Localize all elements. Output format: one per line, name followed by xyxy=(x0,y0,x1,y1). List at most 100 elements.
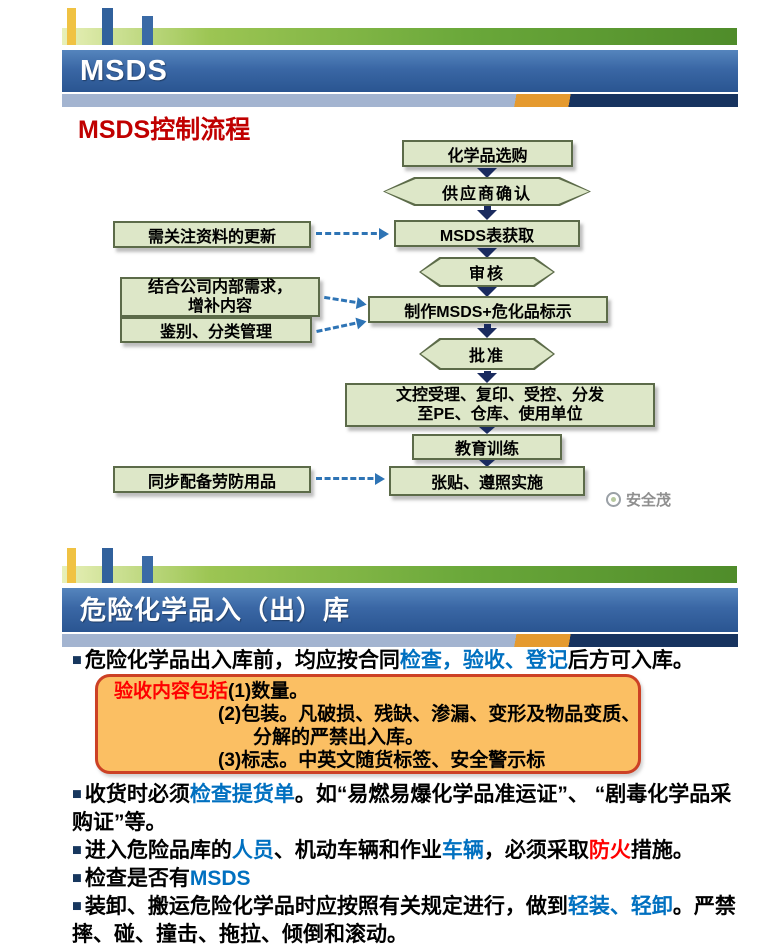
slide-warehouse: 危险化学品入（出）库 ■危险化学品出入库前，均应按合同检查，验收、登记后方可入库… xyxy=(0,548,757,950)
text-segment: 轻装、轻卸 xyxy=(567,895,673,918)
deco-yellow-bar xyxy=(67,548,76,583)
flow-node-label: 需关注资料的更新 xyxy=(147,228,276,246)
deco-blue-bar xyxy=(142,16,153,45)
arrow-head-icon xyxy=(477,168,497,178)
deco-green-bar xyxy=(62,28,737,45)
arrow-head-icon xyxy=(477,210,497,220)
note-line: 验收内容包括(1)数量。 xyxy=(98,680,638,703)
arrow-head-icon xyxy=(477,287,497,297)
text-segment: 收货时必须 xyxy=(84,783,190,806)
flow-arrow-down xyxy=(477,287,497,297)
watermark-text: 安全茂 xyxy=(626,492,672,509)
text-segment: ■ xyxy=(72,841,82,859)
flow-node-post-implement: 张贴、遵照实施 xyxy=(389,466,585,496)
arrow-stem xyxy=(483,324,491,328)
text-segment: ■ xyxy=(72,897,82,915)
flow-side-ppe-equip: 同步配备劳防用品 xyxy=(113,466,311,493)
note-line: (2)包装。凡破损、残缺、渗漏、变形及物品变质、 xyxy=(98,703,640,726)
deco-blue-bar xyxy=(102,8,113,45)
flow-node-inner: 审核 xyxy=(421,259,553,285)
flow-node-label: 批准 xyxy=(468,348,505,365)
text-segment: 人员 xyxy=(231,839,274,862)
flow-node-doc-control-distribute: 文控受理、复印、受控、分发 至PE、仓库、使用单位 xyxy=(345,383,655,427)
flow-arrow-down xyxy=(477,248,497,258)
text-segment: MSDS xyxy=(189,867,251,890)
flow-arrow-down xyxy=(477,427,497,434)
text-segment: (3)标志。中英文随货标签、安全警示标 xyxy=(218,750,546,771)
bullet-item: ■装卸、搬运危险化学品时应按照有关规定进行，做到轻装、轻卸。严禁摔、碰、撞击、拖… xyxy=(72,892,748,949)
flow-arrow-dashed xyxy=(316,473,385,485)
flow-side-internal-needs: 结合公司内部需求， 增补内容 xyxy=(120,277,320,317)
flow-arrow-down xyxy=(477,324,497,338)
arrow-head-icon xyxy=(479,427,495,434)
flow-node-label: 张贴、遵照实施 xyxy=(430,475,543,492)
flow-node-review: 审核 xyxy=(419,257,555,287)
flow-node-label: MSDS表获取 xyxy=(439,227,535,245)
note-line: 分解的严禁出入库。 xyxy=(98,726,638,749)
slide2-header: 危险化学品入（出）库 xyxy=(62,588,738,632)
deco-yellow-bar xyxy=(67,8,76,45)
watermark: 安全茂 xyxy=(606,489,671,510)
flow-node-inner: 文控受理、复印、受控、分发 至PE、仓库、使用单位 xyxy=(396,386,604,424)
text-segment: 危险化学品出入库前，均应按合同 xyxy=(84,649,400,672)
text-segment: 车辆 xyxy=(441,839,484,862)
flow-side-classify-manage: 鉴别、分类管理 xyxy=(120,317,312,343)
flow-node-approve: 批准 xyxy=(419,338,555,370)
bullet-item: ■检查是否有MSDS xyxy=(72,864,748,893)
slide1-header: MSDS xyxy=(62,50,738,92)
flow-node-inner: 批准 xyxy=(421,340,553,368)
flow-node-label: 审核 xyxy=(468,266,505,283)
flow-arrow-down xyxy=(477,460,497,467)
flow-arrow-down xyxy=(477,371,497,383)
flow-node-inner: 供应商确认 xyxy=(385,179,589,204)
flow-node-label: 结合公司内部需求， xyxy=(147,279,292,296)
flow-node-label: 教育训练 xyxy=(454,441,519,458)
note-line: (3)标志。中英文随货标签、安全警示标 xyxy=(98,749,638,772)
arrow-head-icon xyxy=(477,328,497,338)
arrow-head-icon xyxy=(477,373,497,383)
arrow-head-icon xyxy=(477,248,497,258)
flow-node-inner: 结合公司内部需求， 增补内容 xyxy=(148,278,292,316)
flow-node-label: 鉴别、分类管理 xyxy=(159,324,272,341)
text-segment: 进入危险品库的 xyxy=(84,839,232,862)
flow-node-make-msds-label: 制作MSDS+危化品标示 xyxy=(368,296,608,323)
text-segment: 检查是否有 xyxy=(84,867,190,890)
flow-node-supplier-confirm: 供应商确认 xyxy=(383,177,591,206)
text-segment: (1)数量。 xyxy=(228,681,309,702)
bullet-item: ■进入危险品库的人员、机动车辆和作业车辆，必须采取防火措施。 xyxy=(72,836,748,865)
slide2-title: 危险化学品入（出）库 xyxy=(80,595,351,625)
text-segment: 防火 xyxy=(588,839,631,862)
flow-arrow-dashed xyxy=(324,295,364,306)
flow-node-label: 增补内容 xyxy=(187,298,252,315)
flow-node-label: 供应商确认 xyxy=(441,185,532,203)
flow-arrow-dashed xyxy=(316,320,364,333)
slide2-header-accent xyxy=(62,634,738,647)
flow-node-chemical-purchase: 化学品选购 xyxy=(402,140,573,167)
acceptance-note-box: 验收内容包括(1)数量。 (2)包装。凡破损、残缺、渗漏、变形及物品变质、 分解… xyxy=(95,674,641,774)
text-segment: 。如“易燃易爆化学品准运证”、 “剧毒化学品采购证”等。 xyxy=(72,783,732,834)
bullet-item: ■危险化学品出入库前，均应按合同检查，验收、登记后方可入库。 xyxy=(72,646,748,675)
deco-blue-bar xyxy=(102,548,113,583)
flow-node-label: 化学品选购 xyxy=(447,147,528,165)
text-segment: ■ xyxy=(72,785,82,803)
text-segment: 验收内容包括 xyxy=(114,681,229,702)
section-title: MSDS控制流程 xyxy=(78,116,251,144)
slide1-title: MSDS xyxy=(80,55,168,87)
slide-msds: MSDS MSDS控制流程 化学品选购 供应商确认 MSDS表获取 审核 制作M… xyxy=(0,0,757,548)
flow-node-label: 文控受理、复印、受控、分发 xyxy=(395,387,604,404)
text-segment: 检查提货单 xyxy=(189,783,295,806)
text-segment: ，必须采取 xyxy=(483,839,589,862)
text-segment: ■ xyxy=(72,869,82,887)
flow-arrow-down xyxy=(477,168,497,178)
flow-side-data-update: 需关注资料的更新 xyxy=(113,221,311,248)
flow-node-label: 制作MSDS+危化品标示 xyxy=(404,303,572,321)
text-segment: 分解的严禁出入库。 xyxy=(253,727,425,748)
deco-green-bar xyxy=(62,566,737,583)
deco-blue-bar xyxy=(142,556,153,583)
text-segment: 装卸、搬运危险化学品时应按照有关规定进行，做到 xyxy=(84,895,568,918)
text-segment: 。严禁摔、碰、撞击、拖拉、倾倒和滚动。 xyxy=(72,895,736,946)
text-segment: 、机动车辆和作业 xyxy=(273,839,442,862)
arrow-head-icon xyxy=(479,460,495,467)
bullet-item: ■收货时必须检查提货单。如“易燃易爆化学品准运证”、 “剧毒化学品采购证”等。 xyxy=(72,780,748,837)
